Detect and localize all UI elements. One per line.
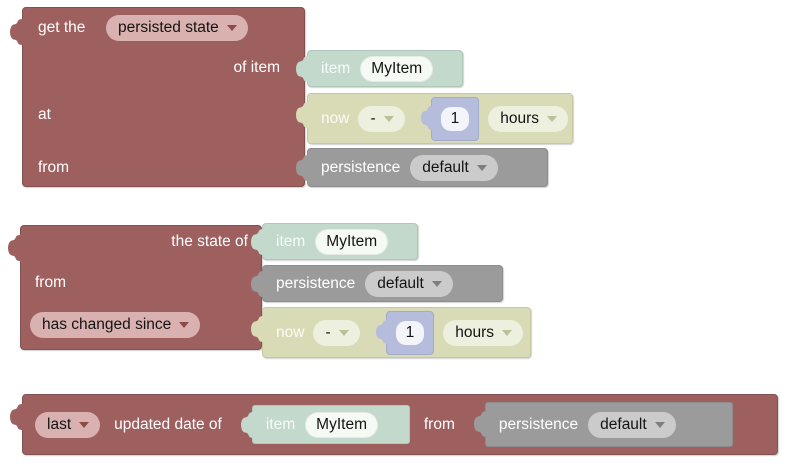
- chevron-down-icon: [383, 115, 394, 122]
- item-name-field[interactable]: MyItem: [305, 411, 378, 438]
- chevron-down-icon: [226, 25, 237, 31]
- method-dropdown-value: persisted state: [118, 19, 219, 36]
- persistence-label: persistence: [321, 158, 401, 176]
- puzzle-tab-connector: [251, 271, 264, 297]
- chevron-down-icon: [547, 115, 558, 122]
- chevron-down-icon: [502, 329, 513, 336]
- number-block[interactable]: 1: [420, 96, 480, 141]
- persistence-label: persistence: [498, 415, 579, 433]
- block-label: from: [38, 159, 69, 176]
- now-label: now: [276, 323, 305, 341]
- block-label: from: [423, 415, 455, 433]
- service-dropdown-value: default: [600, 415, 647, 433]
- puzzle-tab-connector: [10, 19, 23, 45]
- puzzle-tab-connector: [240, 412, 254, 438]
- method-dropdown[interactable]: persisted state: [106, 15, 248, 41]
- now-label: now: [321, 109, 350, 127]
- service-dropdown-value: default: [377, 274, 424, 292]
- block-label: get the: [38, 19, 86, 36]
- operator-dropdown[interactable]: -: [358, 105, 405, 132]
- chevron-down-icon: [476, 164, 487, 171]
- item-name-field[interactable]: MyItem: [360, 55, 434, 82]
- number-block[interactable]: 1: [375, 310, 435, 355]
- datetime-now-block[interactable]: now - 1 hours: [251, 307, 531, 358]
- service-dropdown[interactable]: default: [410, 154, 498, 181]
- condition-dropdown-value: has changed since: [42, 316, 172, 333]
- datetime-now-block[interactable]: now - 1 hours: [296, 93, 573, 144]
- unit-dropdown-value: hours: [455, 323, 495, 341]
- puzzle-tab-connector: [473, 411, 487, 437]
- puzzle-tab-connector: [420, 105, 433, 130]
- persistence-block[interactable]: persistence default: [296, 148, 548, 187]
- block-label: updated date of: [114, 415, 222, 433]
- block-label: from: [35, 274, 66, 291]
- item-block[interactable]: item MyItem: [240, 405, 410, 444]
- block-label: the state of: [171, 233, 248, 250]
- block-label: of item: [233, 59, 280, 76]
- item-name-field[interactable]: MyItem: [315, 228, 389, 255]
- item-label: item: [265, 415, 296, 433]
- ordinal-dropdown-value: last: [47, 415, 72, 433]
- operator-dropdown[interactable]: -: [313, 319, 360, 346]
- operator-dropdown-value: -: [370, 109, 376, 127]
- puzzle-tab-connector: [251, 229, 264, 255]
- number-field[interactable]: 1: [440, 106, 470, 131]
- persistence-block[interactable]: persistence default: [473, 402, 733, 447]
- unit-dropdown[interactable]: hours: [443, 319, 524, 346]
- service-dropdown[interactable]: default: [365, 270, 453, 297]
- item-label: item: [276, 232, 306, 250]
- service-dropdown[interactable]: default: [588, 411, 676, 438]
- chevron-down-icon: [179, 322, 190, 328]
- puzzle-tab-connector: [296, 155, 309, 181]
- item-block[interactable]: item MyItem: [296, 50, 463, 87]
- chevron-down-icon: [79, 421, 90, 428]
- chevron-down-icon: [654, 421, 665, 428]
- chevron-down-icon: [338, 329, 349, 336]
- puzzle-tab-connector: [296, 56, 309, 82]
- persistence-label: persistence: [276, 274, 356, 292]
- unit-dropdown[interactable]: hours: [488, 105, 569, 132]
- service-dropdown-value: default: [422, 158, 469, 176]
- number-field[interactable]: 1: [395, 320, 425, 345]
- block-body[interactable]: last updated date of item MyItem from pe…: [22, 394, 778, 455]
- puzzle-tab-connector: [8, 235, 21, 261]
- puzzle-tab-connector: [375, 319, 388, 344]
- puzzle-tab-connector: [10, 404, 23, 430]
- operator-dropdown-value: -: [325, 323, 331, 341]
- item-block[interactable]: item MyItem: [251, 223, 418, 260]
- persistence-block[interactable]: persistence default: [251, 265, 503, 302]
- item-label: item: [321, 59, 351, 77]
- ordinal-dropdown[interactable]: last: [35, 411, 101, 438]
- block-label: at: [38, 106, 51, 123]
- unit-dropdown-value: hours: [500, 109, 540, 127]
- puzzle-tab-connector: [251, 316, 264, 342]
- condition-dropdown[interactable]: has changed since: [30, 312, 201, 338]
- puzzle-tab-connector: [296, 102, 309, 128]
- chevron-down-icon: [431, 280, 442, 287]
